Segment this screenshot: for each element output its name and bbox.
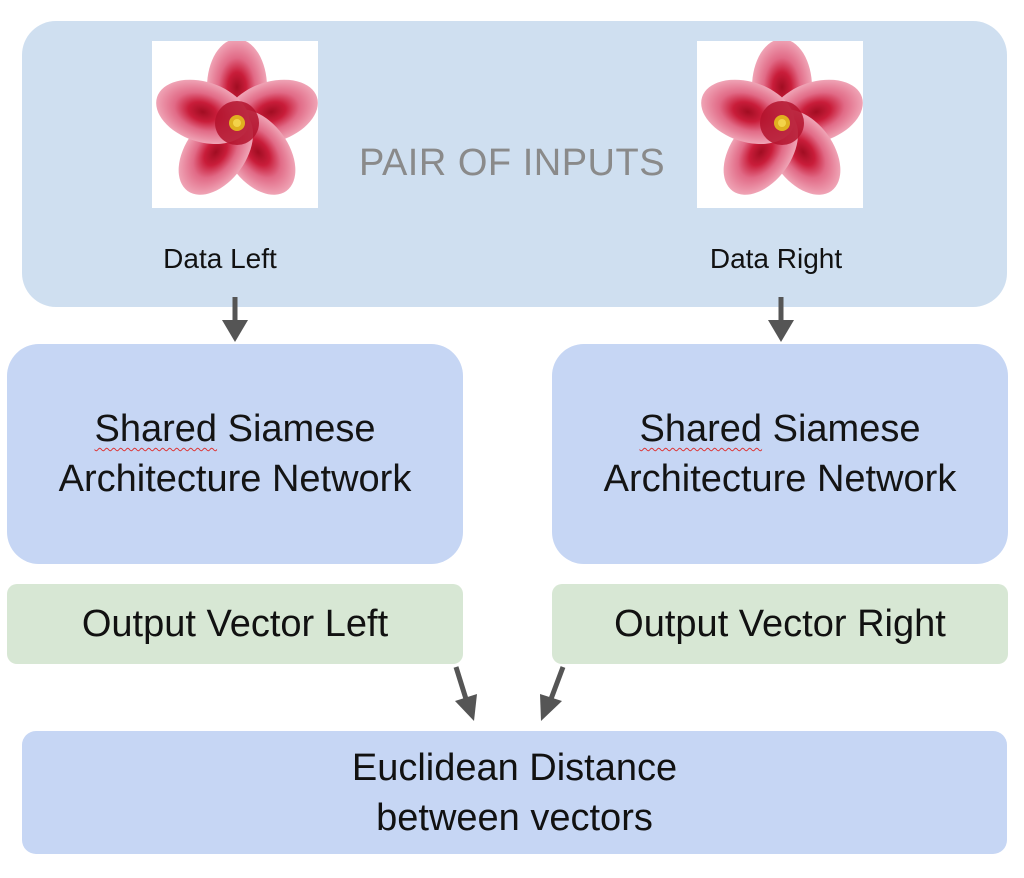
network-left-line2: Architecture Network [58, 458, 412, 500]
shared-network-right-box: Shared Siamese Architecture Network [552, 344, 1008, 564]
output-vector-left-box: Output Vector Left [7, 584, 463, 664]
arrow-vector-left-to-distance-icon [453, 666, 477, 721]
network-right-word-siamese: Siamese [762, 408, 921, 450]
distance-line1: Euclidean Distance [351, 746, 678, 789]
shared-network-left-box: Shared Siamese Architecture Network [7, 344, 463, 564]
distance-line2: between vectors [376, 796, 653, 839]
network-right-line1: Shared Siamese [640, 404, 921, 454]
data-left-label: Data Left [163, 243, 277, 274]
flower-image-right [697, 41, 863, 208]
output-vector-right-box: Output Vector Right [552, 584, 1008, 664]
network-right-line2: Architecture Network [603, 458, 957, 500]
euclidean-distance-box: Euclidean Distance between vectors [22, 731, 1007, 854]
network-left-word-shared: Shared [94, 408, 218, 450]
data-right-label: Data Right [709, 243, 843, 274]
network-left-line1: Shared Siamese [95, 404, 376, 454]
hibiscus-flower-icon [701, 41, 863, 195]
output-vector-right-label: Output Vector Right [614, 602, 946, 645]
network-right-word-shared: Shared [639, 408, 763, 450]
output-vector-left-label: Output Vector Left [81, 602, 389, 645]
network-left-word-siamese: Siamese [217, 408, 376, 450]
hibiscus-flower-icon [156, 41, 318, 195]
flower-image-left [152, 41, 318, 208]
pair-of-inputs-title: PAIR OF INPUTS [358, 142, 666, 184]
arrow-vector-right-to-distance-icon [540, 666, 566, 721]
